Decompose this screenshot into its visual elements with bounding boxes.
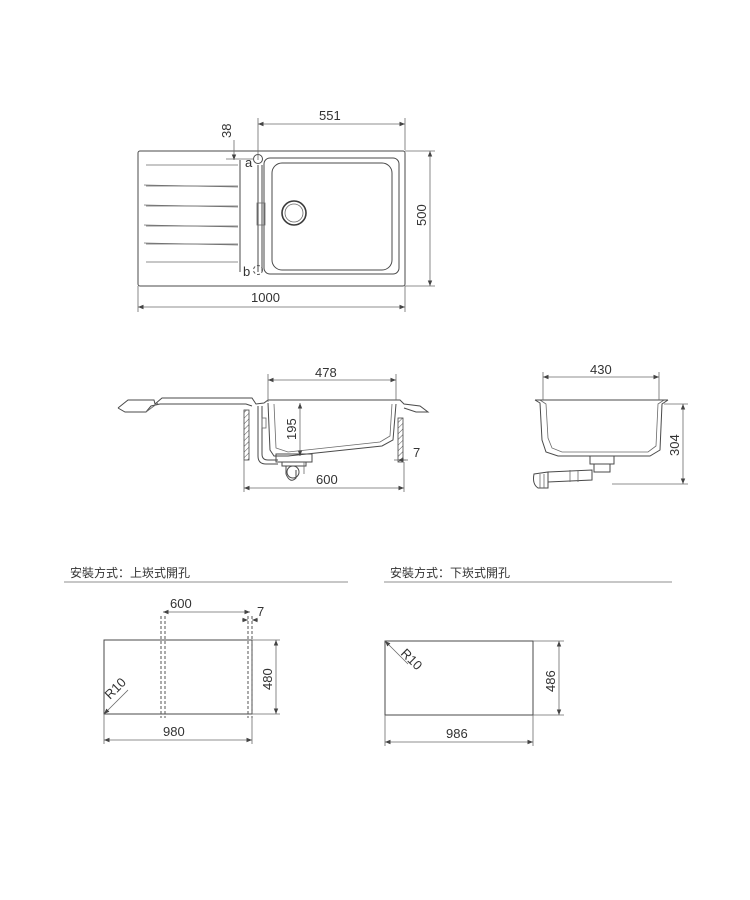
dim-304: 304 [667, 434, 682, 456]
undermount-title: 安裝方式：下崁式開孔 [390, 565, 510, 580]
dim-551: 551 [319, 108, 341, 123]
dim-600-topmount: 600 [170, 596, 192, 611]
drainboard-grooves [143, 164, 239, 263]
bowl-inner [271, 162, 393, 271]
label-b: b [243, 264, 250, 279]
dim-195: 195 [284, 418, 299, 440]
dim-7-side: 7 [413, 445, 420, 460]
dim-r10-undermount: R10 [398, 646, 425, 673]
dim-430: 430 [590, 362, 612, 377]
tap-hole-b-icon [253, 265, 263, 275]
dim-38: 38 [219, 124, 234, 138]
bowl-frame [263, 157, 400, 275]
dim-r10-topmount: R10 [102, 675, 129, 702]
cabinet-wall-right [397, 417, 404, 463]
drain-icon [281, 200, 307, 226]
dim-986: 986 [446, 726, 468, 741]
label-a: a [245, 155, 253, 170]
dim-480: 480 [260, 668, 275, 690]
undermount-section: 安裝方式：下崁式開孔 R10 486 986 [384, 565, 672, 746]
cabinet-wall-left [243, 409, 250, 461]
undermount-cutout [384, 640, 534, 716]
top-view: a b 551 38 500 1000 [137, 108, 435, 312]
side-view: 478 195 7 600 [117, 365, 430, 492]
sink-outline [137, 150, 406, 287]
end-view: 430 304 [533, 362, 688, 489]
dim-500: 500 [414, 204, 429, 226]
dim-980: 980 [163, 724, 185, 739]
dim-7-topmount: 7 [257, 604, 264, 619]
topmount-cutout [103, 639, 253, 715]
dim-600-side: 600 [316, 472, 338, 487]
dim-478: 478 [315, 365, 337, 380]
topmount-section: 安裝方式：上崁式開孔 600 7 480 R10 980 [64, 565, 348, 744]
topmount-title: 安裝方式：上崁式開孔 [70, 565, 190, 580]
dim-486: 486 [543, 670, 558, 692]
dim-1000: 1000 [251, 290, 280, 305]
